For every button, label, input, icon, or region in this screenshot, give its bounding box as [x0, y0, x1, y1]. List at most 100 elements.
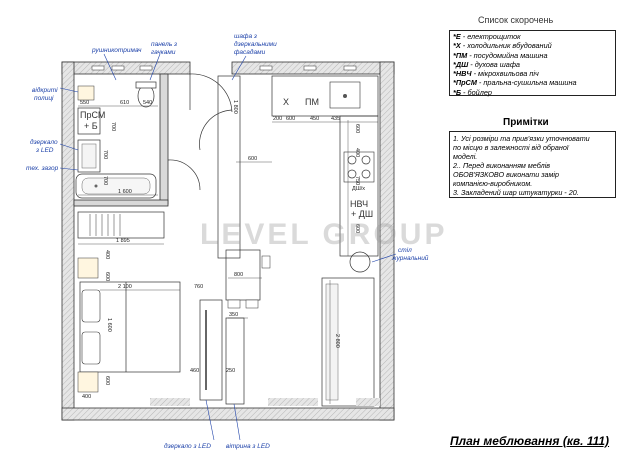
dim-2800: 2 800 [334, 334, 340, 348]
dim-1600: 1 600 [118, 189, 132, 195]
dim-610: 610 [120, 100, 129, 106]
note-line: по місцю в залежності від обраної [453, 143, 569, 152]
dim-1895: 1 895 [116, 238, 130, 244]
dim-435: 435 [331, 116, 340, 122]
fixture-dishwasher-label: ПМ [305, 97, 319, 107]
outer-walls [61, 61, 395, 421]
leader-lines [59, 53, 397, 441]
watermark-logo: LEVEL GROUP [200, 218, 448, 251]
note-line: ОБОВ'ЯЗКОВО виконати замір [453, 170, 560, 179]
dim-250: 250 [226, 368, 235, 374]
dim-350: 350 [229, 312, 238, 318]
sink-icon [81, 143, 97, 169]
chair-icon-2 [245, 299, 259, 309]
notes-title: Примітки [503, 117, 549, 128]
entrance-door-swing [189, 73, 233, 113]
drain-icon [94, 184, 98, 188]
kitchen-counter-top [271, 75, 379, 117]
legend-item: *Х - холодильник вбудований [453, 41, 552, 51]
small-oven-label: ДШ/х [352, 186, 365, 192]
label-open-shelves-line2: полиці [34, 94, 54, 102]
chair-icon-3 [261, 255, 271, 269]
dimension-lines [78, 105, 378, 404]
legend-item: *ПрСМ - пральна-сушильна машина [453, 78, 577, 88]
pillow-icon-2 [81, 331, 101, 365]
dim-800: 800 [234, 272, 243, 278]
wall-top-left [61, 61, 191, 75]
dim-760: 760 [194, 284, 203, 290]
open-shelves-icon [77, 85, 95, 101]
bathtub-outline [75, 173, 157, 199]
bathtub-inner-icon [81, 177, 151, 195]
dining-table [225, 249, 261, 301]
bathroom-door-swing [167, 159, 201, 191]
sofa [321, 277, 375, 407]
hallway-wardrobe [77, 211, 165, 239]
legend-item: *Б - бойлер [453, 87, 492, 97]
dim-700-c: 700 [102, 176, 108, 185]
washer-dryer-box [77, 107, 101, 135]
label-wardrobe-line3: фасадами [234, 48, 266, 56]
toilet-tank-icon [135, 81, 157, 89]
bed [79, 281, 181, 373]
note-line: компанією-виробником. [453, 179, 533, 188]
label-vitrine-led: вітрина з LED [226, 442, 270, 450]
windows-top [91, 65, 357, 71]
note-line: 3. Закладений шар штукатурки - 20. [453, 188, 579, 197]
dim-750: 750 [354, 176, 360, 185]
corridor-wardrobe [217, 75, 241, 259]
dim-600-k3: 600 [354, 124, 360, 133]
label-mirror-led-line1: дзеркало [30, 138, 58, 146]
nightstand-icon-2 [77, 371, 99, 393]
legend-item: *Е - електрощиток [453, 32, 521, 41]
sofa-back-icon [325, 283, 339, 401]
dim-2100: 2 100 [118, 284, 132, 290]
dim-600-a: 600 [104, 272, 110, 281]
fixture-fridge-label: Х [283, 97, 289, 107]
dim-1600-v: 1 600 [106, 318, 112, 332]
dim-1800: 1 800 [232, 100, 238, 114]
dim-600-k1: 600 [286, 116, 295, 122]
label-mirror-led-bottom: дзеркало з LED [164, 442, 211, 450]
fixture-boiler-label: + Б [84, 121, 98, 131]
fixture-oven-label: + ДШ [351, 209, 373, 219]
note-line: моделі. [453, 152, 478, 161]
dim-540: 540 [143, 100, 152, 106]
mirror-cabinet [77, 139, 101, 173]
dim-200: 200 [273, 116, 282, 122]
label-tech-gap: тех. зазор [26, 165, 59, 172]
hob-icon [343, 151, 375, 183]
label-open-shelves-line1: відкриті [32, 86, 58, 94]
legend-box: *Е - електрощиток *Х - холодильник вбудо… [449, 30, 616, 97]
dim-460: 460 [190, 368, 199, 374]
dim-700-b: 700 [110, 122, 116, 131]
vitrine-unit [225, 317, 245, 405]
label-panel-line2: гачками [151, 49, 176, 56]
label-table-line2: журнальний [391, 254, 429, 262]
plan-title: План меблювання (кв. 111) [450, 434, 610, 448]
legend-item: *ДШ - духова шафа [453, 59, 520, 69]
label-towel-holder: рушникотримач [91, 47, 142, 54]
faucet-icon [343, 94, 347, 98]
note-line: 1. Усі розміри та прив'язки уточнювати [453, 134, 590, 143]
fixture-microwave-label: НВЧ [350, 199, 368, 209]
hanger-marks [89, 214, 121, 236]
label-wardrobe-line1: шафа з [234, 33, 257, 40]
tv-unit [199, 299, 223, 401]
coffee-table-icon [349, 251, 371, 273]
dim-450: 450 [310, 116, 319, 122]
bathroom-bottom-wall [73, 199, 169, 207]
note-line: 2.. Перед виконанням меблів [453, 161, 551, 170]
dim-700-a: 700 [102, 150, 108, 159]
chair-icon [227, 299, 241, 309]
room-door-swing [199, 109, 233, 151]
kitchen-counter-right [339, 115, 379, 257]
dim-600-k2: 600 [248, 156, 257, 162]
dim-400-k: 400 [354, 148, 360, 157]
fixture-prsm-label: ПрСМ [80, 110, 105, 120]
label-panel-line1: панель з [151, 41, 177, 48]
legend-title: Список скорочень [478, 15, 554, 25]
dim-600-b: 600 [104, 376, 110, 385]
